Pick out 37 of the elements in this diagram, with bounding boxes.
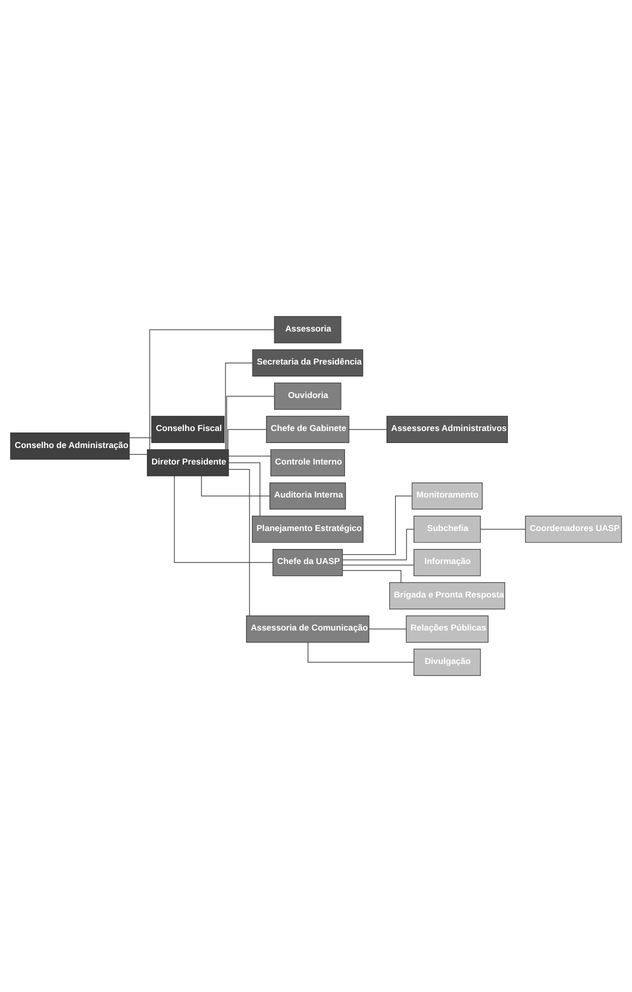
node-box: Assessoria de Comunicação [246,615,370,643]
connector [201,476,270,496]
connector [228,462,260,516]
connector [129,437,152,438]
node-box: Brigada e Pronta Resposta [389,582,506,610]
connector [480,528,526,530]
connector [342,496,412,555]
connector [368,628,406,630]
node-box: Controle Interno [270,449,345,476]
node-box: Auditoria Interna [270,482,346,510]
node-box: Informação [414,548,481,576]
connector [342,564,414,566]
node-box: Chefe de Gabinete [266,416,350,444]
connector [225,362,253,450]
node-box: Secretaria da Presidência [252,349,364,377]
connector [348,429,387,430]
connector [129,454,148,455]
node-box: Assessoria [274,316,342,344]
connector [228,469,250,616]
connector [308,642,414,663]
connector [342,528,414,560]
node-box: Chefe da UASP [272,548,343,576]
node-box: Divulgação [414,648,481,676]
node-box: Planejamento Estratégico [252,516,364,543]
node-box: Assessores Administrativos [386,416,508,444]
connector [226,396,275,450]
node-box: Monitoramento [412,482,483,510]
node-box: Diretor Presidente [146,449,229,476]
node-box: Ouvidoria [274,382,342,410]
node-box: Relações Públicas [406,615,488,643]
node-box: Conselho de Administração [10,432,130,460]
connector [174,476,274,563]
connector [342,570,402,583]
node-box: Subchefia [414,516,481,543]
node-box: Conselho Fiscal [151,416,225,444]
node-box: Coordenadores UASP [525,516,622,543]
connector [228,429,267,450]
